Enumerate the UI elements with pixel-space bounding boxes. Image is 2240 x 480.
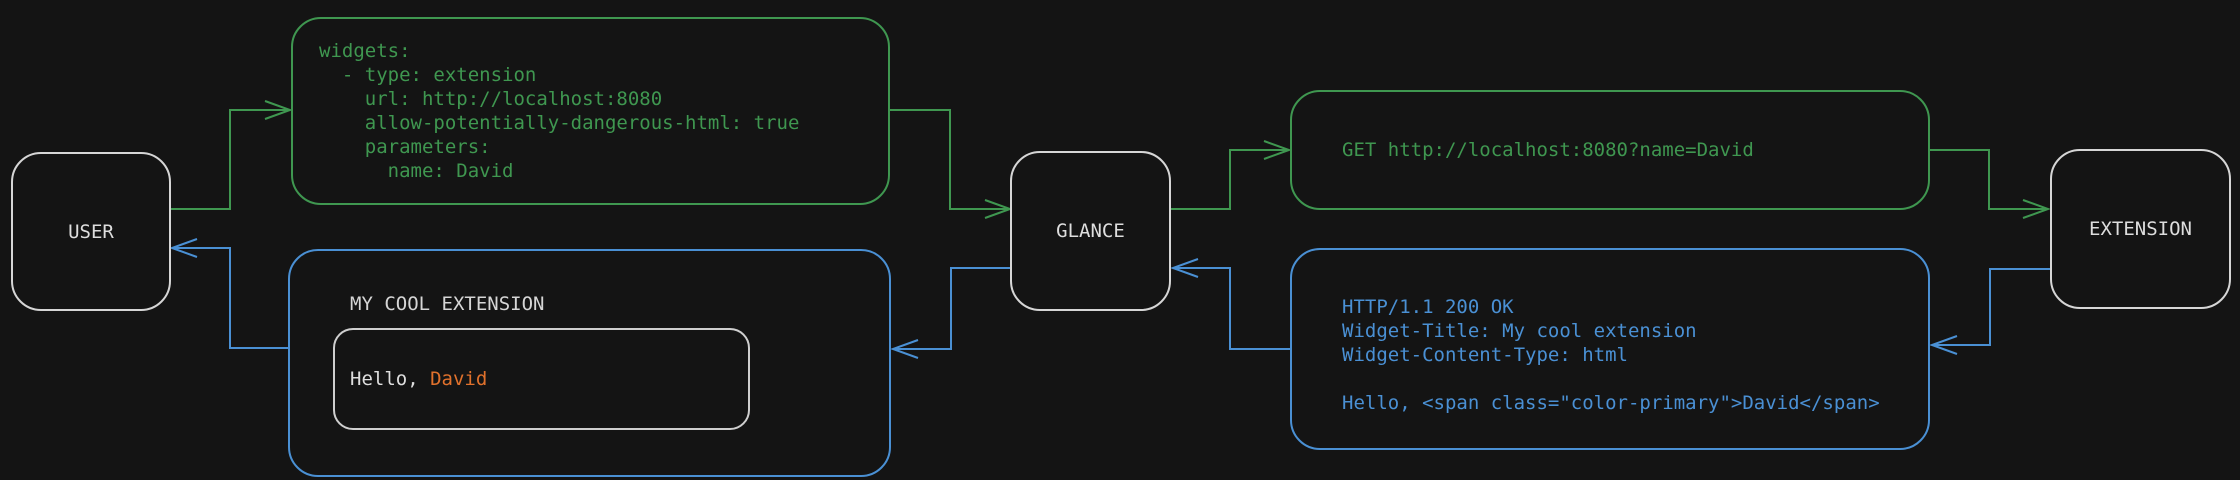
config-yaml-code: widgets: - type: extension url: http://l… xyxy=(319,40,800,182)
greeting-name: David xyxy=(430,368,488,390)
arrow-user-to-config xyxy=(171,100,293,210)
arrow-glance-to-request xyxy=(1171,140,1292,210)
arrowhead-icon xyxy=(1929,335,1958,355)
http-request-code: GET http://localhost:8080?name=David xyxy=(1342,139,1754,161)
widget-preview-box: MY COOL EXTENSION Hello, David xyxy=(288,249,891,477)
arrowhead-icon xyxy=(890,339,919,359)
node-user-label: USER xyxy=(68,220,114,243)
arrow-request-to-extension xyxy=(1930,149,2051,219)
arrow-config-to-glance xyxy=(890,109,1013,219)
arrow-widget-to-user xyxy=(169,238,288,349)
node-glance-label: GLANCE xyxy=(1056,220,1125,242)
greeting-prefix: Hello, xyxy=(350,368,431,390)
http-request-box: GET http://localhost:8080?name=David xyxy=(1290,90,1930,210)
arrowhead-icon xyxy=(1170,258,1199,278)
arrowhead-icon xyxy=(2022,199,2051,219)
node-user: USER xyxy=(11,152,171,311)
http-response-code: HTTP/1.1 200 OK Widget-Title: My cool ex… xyxy=(1342,296,1880,414)
config-yaml-box: widgets: - type: extension url: http://l… xyxy=(291,17,890,205)
arrowhead-icon xyxy=(264,100,293,120)
widget-greeting-box: Hello, David xyxy=(333,328,750,430)
arrowhead-icon xyxy=(1263,140,1292,160)
node-extension: EXTENSION xyxy=(2050,149,2231,309)
node-extension-label: EXTENSION xyxy=(2089,218,2192,240)
arrow-response-to-glance xyxy=(1170,258,1290,350)
http-response-box: HTTP/1.1 200 OK Widget-Title: My cool ex… xyxy=(1290,248,1930,450)
arrow-glance-to-widget xyxy=(890,267,1010,359)
arrow-extension-to-response xyxy=(1929,268,2050,355)
widget-preview-title: MY COOL EXTENSION xyxy=(350,293,545,315)
arrowhead-icon xyxy=(169,238,198,258)
node-glance: GLANCE xyxy=(1010,151,1171,311)
